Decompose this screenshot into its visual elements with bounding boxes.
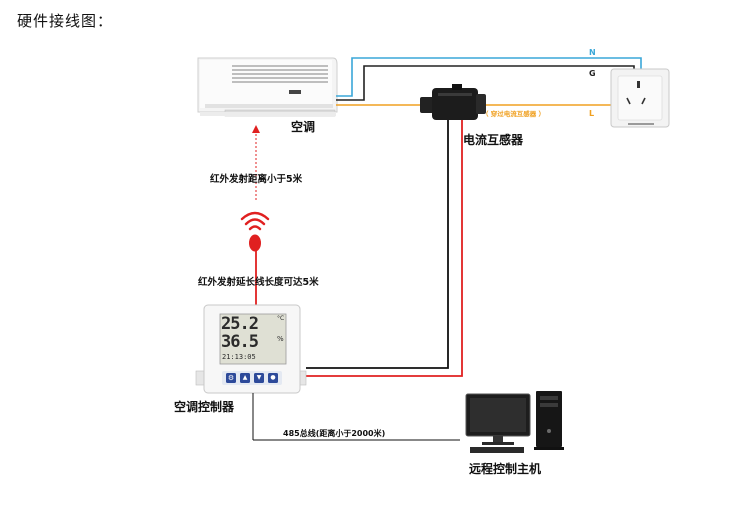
label-ir-distance: 红外发射距离小于5米 bbox=[210, 174, 303, 185]
down-button-icon[interactable]: ▼ bbox=[256, 374, 262, 381]
label-host: 远程控制主机 bbox=[469, 462, 542, 476]
air-conditioner-unit bbox=[197, 57, 338, 117]
lcd-humidity: 36.5 bbox=[221, 332, 259, 352]
current-transformer bbox=[420, 84, 486, 120]
ok-button-icon[interactable]: ● bbox=[270, 374, 276, 381]
up-button-icon[interactable]: ▲ bbox=[242, 374, 248, 381]
label-current-transformer: 电流互感器 bbox=[463, 133, 524, 147]
wire-label-n: N bbox=[589, 48, 596, 57]
ct-through-note: （ 穿过电流互感器 ） bbox=[482, 110, 546, 118]
ct-leads bbox=[306, 120, 463, 377]
ir-emitter bbox=[240, 211, 270, 308]
wire-label-g: G bbox=[589, 69, 596, 78]
ct-red-lead bbox=[306, 120, 463, 377]
controller-device bbox=[195, 304, 460, 441]
label-bus: 485总线(距离小于2000米) bbox=[283, 429, 386, 438]
lcd-clock: 21:13:05 bbox=[222, 353, 256, 361]
label-air-conditioner: 空调 bbox=[291, 120, 316, 134]
lcd-temp-unit: °C bbox=[277, 315, 285, 322]
page-title: 硬件接线图： bbox=[17, 12, 114, 30]
lcd-temperature: 25.2 bbox=[221, 314, 259, 334]
ct-black-lead bbox=[306, 120, 449, 369]
lcd-hum-unit: % bbox=[277, 335, 284, 343]
wire-label-l: L bbox=[589, 109, 595, 118]
power-wires bbox=[336, 57, 642, 106]
ir-signal-arrow bbox=[252, 125, 260, 200]
wall-socket bbox=[610, 68, 670, 128]
set-button-icon[interactable]: ⚙ bbox=[227, 374, 235, 382]
label-controller: 空调控制器 bbox=[174, 400, 235, 414]
host-computer bbox=[465, 391, 564, 453]
label-ir-extension: 红外发射延长线长度可达5米 bbox=[198, 277, 319, 288]
